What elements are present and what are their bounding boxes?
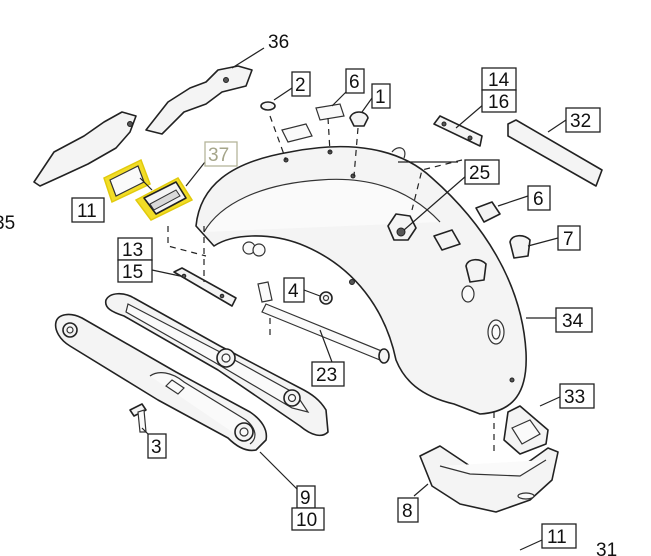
part-6-pads-top <box>281 91 347 143</box>
callout-35: 35 <box>0 213 15 234</box>
callout-7: 7 <box>563 229 574 250</box>
callout-31: 31 <box>596 540 617 556</box>
callout-labels: 36 2 6 1 14 16 32 37 35 11 25 6 7 13 15 … <box>0 32 617 556</box>
part-7-bumpers <box>465 234 559 283</box>
part-13-15-strip <box>151 267 237 307</box>
callout-23: 23 <box>316 365 337 386</box>
part-34-fender <box>195 145 556 415</box>
part-6-pads-right <box>433 195 529 251</box>
callout-11-left: 11 <box>77 201 97 222</box>
part-36-brackets <box>33 47 265 187</box>
part-33-trim <box>413 395 563 513</box>
callout-13: 13 <box>122 240 143 261</box>
part-4-spacer <box>257 281 333 305</box>
callout-37: 37 <box>208 145 229 166</box>
callout-34: 34 <box>562 311 584 332</box>
part-14-16-strip <box>433 103 485 147</box>
callout-16: 16 <box>488 92 509 113</box>
callout-33: 33 <box>564 387 585 408</box>
callout-25: 25 <box>469 163 490 184</box>
part-37-bracket <box>139 161 206 215</box>
callout-11-bottom: 11 <box>547 527 567 548</box>
part-23-rod <box>261 303 390 364</box>
callout-9: 9 <box>300 488 311 509</box>
callout-10: 10 <box>296 510 317 531</box>
part-1-grommet <box>349 97 373 127</box>
part-25-fastener <box>387 147 467 241</box>
callout-1: 1 <box>375 87 386 108</box>
callout-6-right: 6 <box>533 189 544 210</box>
part-2-plug <box>260 87 293 111</box>
part-32-strip <box>507 119 603 187</box>
callout-2: 2 <box>295 75 306 96</box>
part-3-bolt <box>129 403 153 439</box>
callout-36: 36 <box>268 32 289 53</box>
callout-8: 8 <box>402 501 413 522</box>
part-9-10-arms <box>54 292 329 495</box>
callout-14: 14 <box>488 70 510 91</box>
callout-32: 32 <box>570 111 591 132</box>
callout-15: 15 <box>122 262 143 283</box>
callout-4: 4 <box>288 281 299 302</box>
callout-3: 3 <box>151 437 162 458</box>
assembly-guides <box>167 115 495 452</box>
callout-6-top: 6 <box>349 72 360 93</box>
